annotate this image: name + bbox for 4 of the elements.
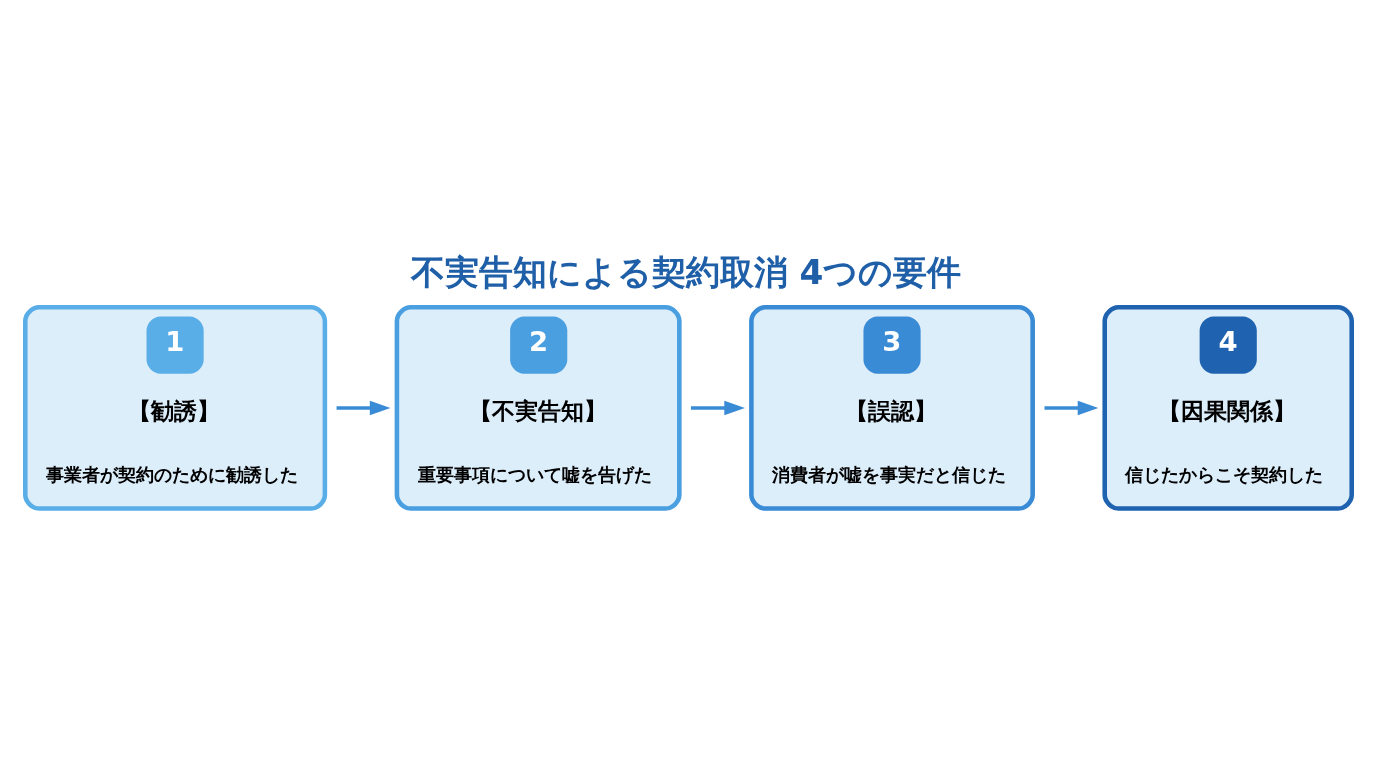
diagram-title: 不実告知による契約取消 4つの要件 xyxy=(410,251,961,292)
arrow xyxy=(690,400,745,415)
arrow xyxy=(1044,400,1098,415)
arrow xyxy=(336,400,390,415)
